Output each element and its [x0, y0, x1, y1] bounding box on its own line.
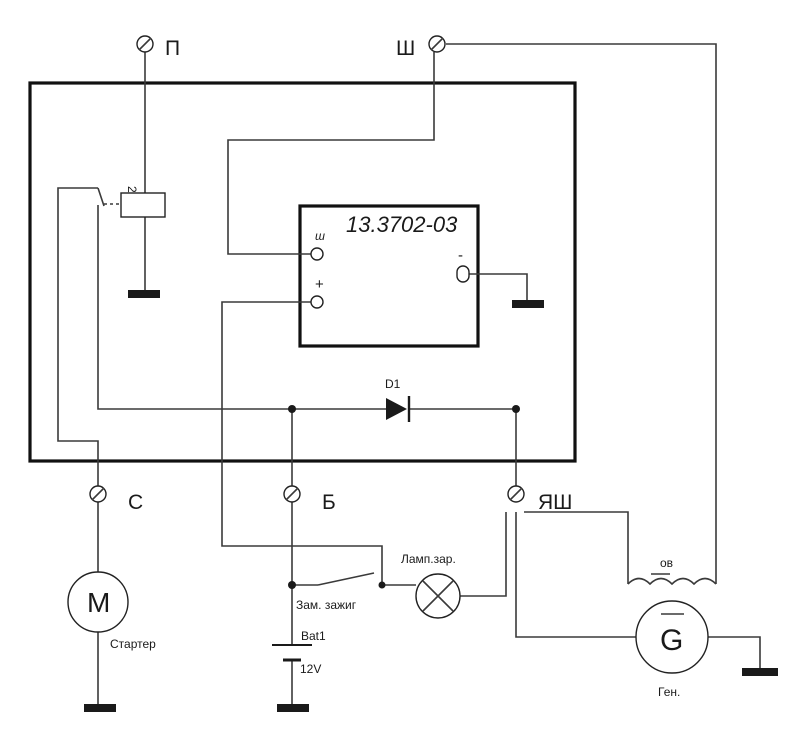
- junction-bus-yash: [512, 405, 520, 413]
- field-winding-coil: [627, 577, 717, 586]
- wire-sh-field: [446, 43, 717, 584]
- junction-bus-b: [288, 405, 296, 413]
- starter-symbol: M: [87, 587, 110, 618]
- ground-battery: [277, 704, 309, 712]
- label-pin-sh: ш: [315, 229, 325, 243]
- regulator-module: [298, 204, 480, 348]
- ground-relay: [128, 290, 160, 298]
- label-terminal-b: Б: [322, 491, 336, 514]
- pin-plus: [310, 295, 324, 309]
- label-diode: D1: [385, 377, 401, 391]
- wires: [57, 43, 761, 704]
- label-relay: 2: [125, 186, 139, 193]
- ignition-switch-blade: [317, 572, 375, 586]
- pin-sh: [310, 247, 324, 261]
- label-starter: Стартер: [110, 637, 156, 651]
- relay-contact: [97, 187, 105, 207]
- relay-coil: [120, 192, 166, 218]
- terminal-yash: [507, 485, 525, 503]
- label-charge-lamp: Ламп.зар.: [401, 552, 456, 566]
- wire-regulator-plus: [221, 301, 383, 585]
- ground-starter: [84, 704, 116, 712]
- charge-lamp-symbol: [415, 573, 461, 619]
- wire-relay-starter: [57, 187, 99, 494]
- label-battery-voltage: 12V: [300, 662, 321, 676]
- junction-ignition: [288, 581, 296, 589]
- label-battery-name: Bat1: [301, 629, 326, 643]
- junction-lamp: [378, 581, 386, 589]
- label-generator: Ген.: [658, 685, 680, 699]
- battery-symbol: [272, 644, 312, 662]
- ground-regulator: [512, 300, 544, 308]
- wire-regulator-ground: [469, 273, 528, 300]
- wire-lamp-yash: [460, 512, 507, 597]
- label-terminal-yash: ЯШ: [538, 491, 572, 514]
- label-terminal-p: П: [165, 37, 180, 60]
- ground-generator: [742, 668, 778, 676]
- generator-letter: G: [660, 624, 683, 657]
- label-terminal-sh: Ш: [396, 37, 415, 60]
- generator-symbol: [635, 600, 709, 674]
- terminal-p: [136, 35, 154, 53]
- terminal-b: [283, 485, 301, 503]
- relay-enclosure: [28, 81, 577, 463]
- starter-motor: [67, 571, 129, 633]
- wire-generator-ground: [708, 636, 761, 668]
- pin-minus: [456, 265, 470, 283]
- wire-yash-generator: [515, 512, 636, 638]
- terminal-c: [89, 485, 107, 503]
- wire-yash-field: [524, 511, 629, 584]
- label-field-winding: ов: [660, 556, 673, 570]
- wire-sh-regulator: [227, 52, 435, 255]
- label-terminal-c: С: [128, 491, 143, 514]
- wire-relay-bus: [97, 205, 292, 410]
- label-pin-minus: -: [458, 247, 463, 264]
- label-pin-plus: +: [315, 276, 324, 293]
- regulator-model: 13.3702-03: [346, 212, 458, 237]
- label-ignition-switch: Зам. зажиг: [296, 598, 357, 612]
- diode-d1: [386, 396, 411, 422]
- terminal-sh: [428, 35, 446, 53]
